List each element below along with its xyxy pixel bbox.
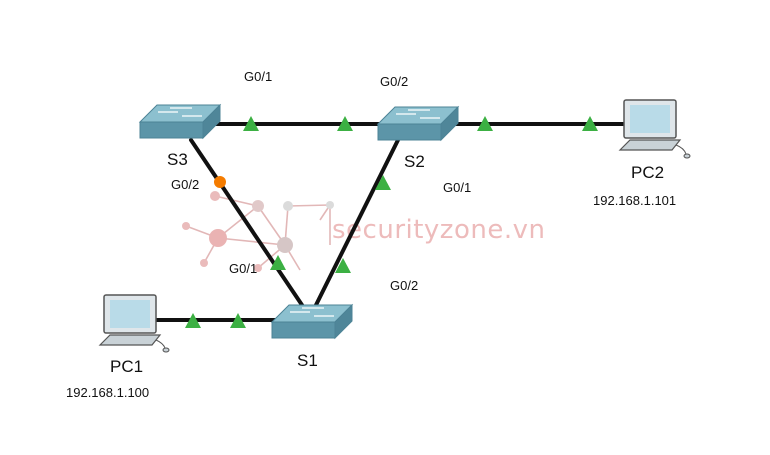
switch-s2[interactable] [376, 105, 460, 142]
switch-s2-side [440, 105, 459, 142]
switch-arrows-icon [290, 307, 334, 317]
pc2-base [618, 139, 682, 151]
switch-s3-side [202, 103, 221, 140]
port-up-indicator[interactable] [337, 116, 353, 131]
port-label-s1-g02: G0/2 [390, 278, 418, 293]
watermark-nodes [182, 191, 334, 272]
port-up-indicator[interactable] [230, 313, 246, 328]
switch-s3-front [139, 121, 204, 139]
pc1-base [98, 334, 162, 346]
pc1-computer-icon[interactable] [98, 294, 170, 353]
pc2-mouse [683, 153, 691, 159]
switch-s2-label: S2 [404, 152, 425, 171]
port-label-s2-g01: G0/1 [443, 180, 471, 195]
pc1-mouse-cord [155, 339, 166, 349]
pc2-label: PC2 [631, 163, 664, 182]
port-up-indicator[interactable] [375, 175, 391, 190]
port-blocking-indicator[interactable] [214, 176, 226, 188]
watermark-text: securityzone.vn [332, 215, 545, 245]
switch-s1-label: S1 [297, 351, 318, 370]
pc2-mouse-cord [675, 144, 687, 155]
pc1-ip-address: 192.168.1.100 [66, 385, 149, 400]
port-indicators [185, 116, 598, 328]
pc2-computer-icon[interactable] [618, 99, 691, 159]
pc1-mouse [162, 347, 170, 353]
link-s2-s1[interactable] [314, 138, 400, 307]
port-up-indicator[interactable] [582, 116, 598, 131]
port-up-indicator[interactable] [270, 255, 286, 270]
port-up-indicator[interactable] [243, 116, 259, 131]
pc2-screen [630, 105, 670, 133]
port-up-indicator[interactable] [185, 313, 201, 328]
port-up-indicator[interactable] [477, 116, 493, 131]
switch-s3-label: S3 [167, 150, 188, 169]
switch-s1-front [271, 321, 336, 339]
port-label-s3-g01: G0/1 [244, 69, 272, 84]
port-label-s1-g01: G0/1 [229, 261, 257, 276]
switch-s3[interactable] [138, 103, 222, 140]
pc1-label: PC1 [110, 357, 143, 376]
watermark: securityzone.vn [182, 191, 545, 272]
port-up-indicator[interactable] [335, 258, 351, 273]
port-label-s2-g02: G0/2 [380, 74, 408, 89]
switch-s1-side [334, 303, 353, 340]
switch-s2-front [377, 123, 442, 141]
port-label-s3-g02: G0/2 [171, 177, 199, 192]
link-s3-s1[interactable] [189, 138, 304, 307]
switch-s1[interactable] [270, 303, 354, 340]
pc1-screen [110, 300, 150, 328]
switch-arrows-icon [158, 107, 202, 117]
switch-arrows-icon [396, 109, 440, 119]
pc2-ip-address: 192.168.1.101 [593, 193, 676, 208]
